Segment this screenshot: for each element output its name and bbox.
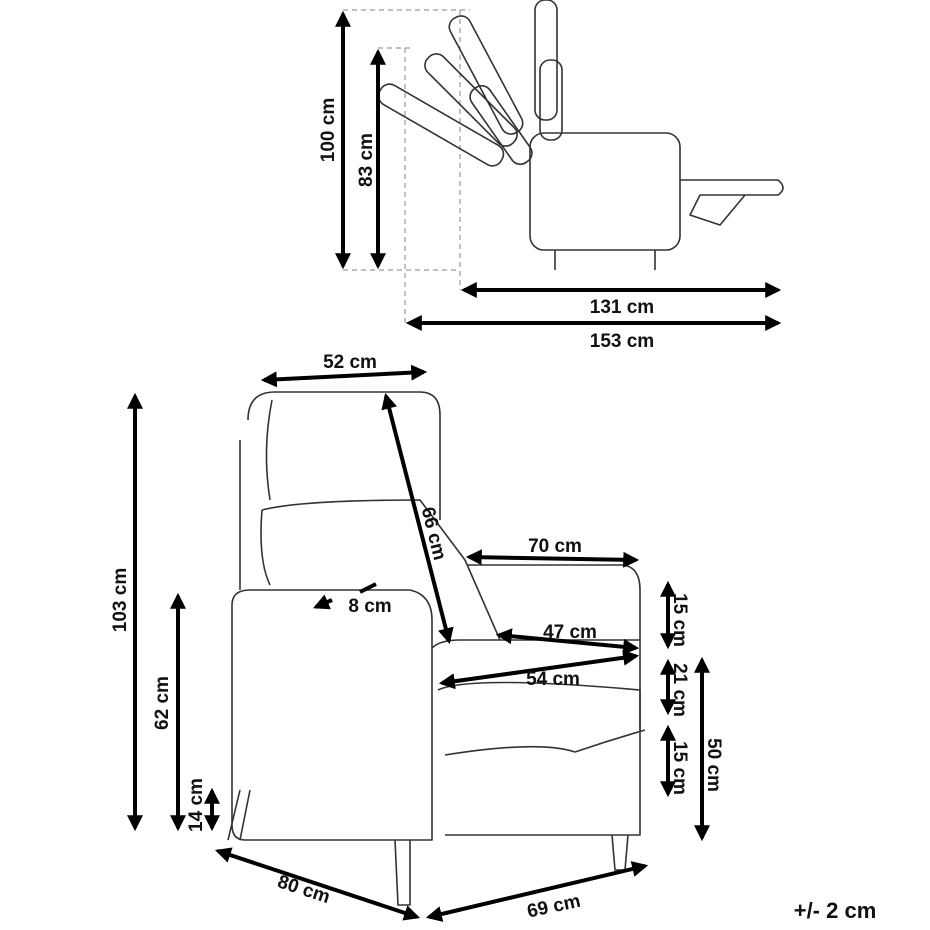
arm-height-label: 62 cm — [152, 676, 173, 730]
side-footrest — [680, 179, 784, 226]
total-height-label: 103 cm — [110, 568, 131, 632]
leg-height-label: 14 cm — [186, 778, 207, 832]
backrest — [260, 499, 501, 641]
base-segment-label: 15 cm — [669, 741, 690, 795]
depth-label: 80 cm — [275, 871, 333, 908]
seat-depth-top-label: 70 cm — [528, 536, 582, 557]
seat-height-label: 50 cm — [703, 738, 724, 792]
full-depth-label: 153 cm — [590, 331, 654, 352]
upright-height-label: 83 cm — [356, 133, 377, 187]
side-view: 100 cm 83 cm 131 cm 153 cm — [318, 0, 784, 352]
side-seat — [529, 132, 681, 251]
width-label: 69 cm — [525, 891, 582, 923]
tolerance-label: +/- 2 cm — [794, 898, 877, 923]
seat-width-label: 47 cm — [543, 622, 597, 643]
headrest-width-label: 52 cm — [323, 352, 377, 373]
side-legs — [554, 250, 656, 270]
armrest-width-label: 8 cm — [348, 596, 391, 617]
seat-back-frame — [445, 564, 641, 836]
legs — [227, 789, 629, 906]
recline-height-label: 100 cm — [318, 98, 339, 162]
reclined-depth-label: 131 cm — [590, 297, 654, 318]
left-armrest — [231, 589, 433, 841]
back-cushion-segment-label: 15 cm — [669, 593, 690, 647]
reclining-backrest-positions — [377, 0, 563, 167]
inner-depth-label: 54 cm — [526, 669, 580, 690]
front-view: 52 cm 66 cm 70 cm 8 cm 47 cm 54 cm 103 c… — [110, 352, 724, 922]
seat-segment-label: 21 cm — [669, 663, 690, 717]
